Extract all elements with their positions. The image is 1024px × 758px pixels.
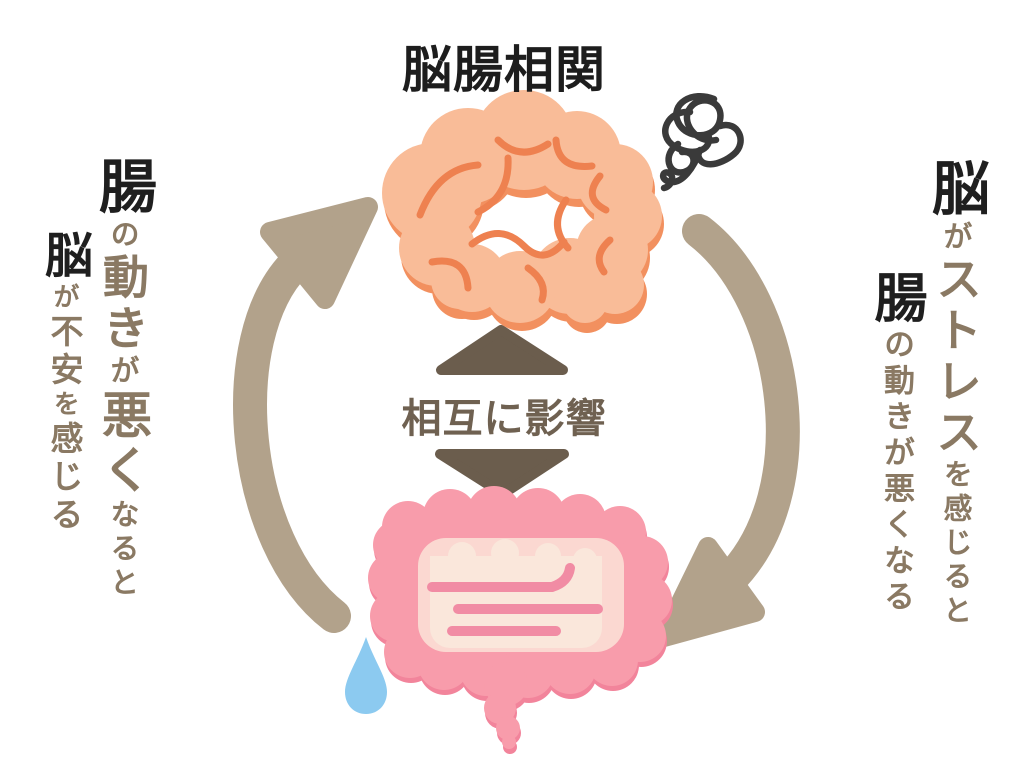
caption-segment: 不安 [45, 314, 84, 390]
caption-segment: 動き [96, 253, 150, 355]
right-caption-main: 脳がストレスを感じると [922, 158, 990, 629]
down-triangle-icon [435, 449, 569, 499]
intestine-icon [368, 486, 673, 754]
brain-to-gut-arrow-icon [654, 214, 800, 647]
left-caption-sub-organ-char: 脳 [36, 230, 92, 283]
caption-segment: の [106, 219, 140, 253]
up-triangle-icon [436, 325, 568, 375]
page-title: 脳腸相関 [402, 41, 606, 99]
caption-segment: を [49, 390, 79, 421]
caption-segment: ストレス [929, 255, 983, 459]
caption-segment: 悪く [94, 389, 152, 499]
sweat-drop-icon [345, 637, 387, 714]
caption-segment: が [49, 283, 79, 314]
left-caption-main: 腸の動きが悪くなると [89, 156, 157, 601]
caption-segment: が [106, 355, 140, 389]
left-caption-sub: 脳が不安を感じる [36, 230, 92, 535]
right-caption-sub-organ-char: 腸 [866, 270, 927, 328]
caption-segment: を感じると [939, 459, 973, 629]
caption-segment: 感じる [45, 421, 84, 535]
brain-icon [382, 90, 664, 333]
gut-to-brain-arrow-icon [233, 197, 378, 633]
right-caption-organ-char: 脳 [922, 158, 990, 221]
caption-segment: が [939, 221, 973, 255]
caption-segment: の動きが悪くなる [878, 328, 914, 616]
mutual-influence-label: 相互に影響 [401, 396, 607, 442]
right-caption-sub: 腸の動きが悪くなる [866, 270, 927, 616]
caption-segment: なると [106, 499, 140, 601]
stress-scribble-icon [659, 92, 744, 192]
left-caption-organ-char: 腸 [89, 156, 157, 219]
